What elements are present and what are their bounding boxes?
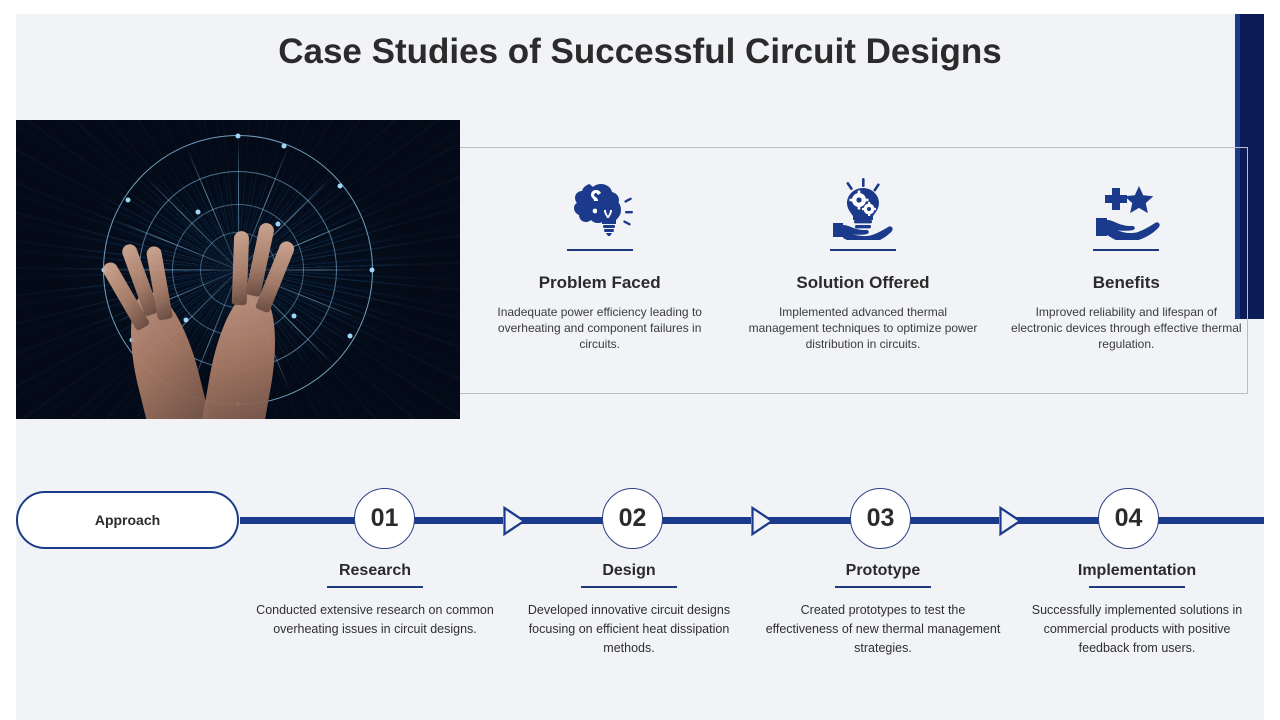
right-accent-bar-stripe xyxy=(1235,14,1240,319)
step-design: Design Developed innovative circuit desi… xyxy=(502,562,756,682)
highlights-panel xyxy=(460,147,1248,394)
highlight-description: Implemented advanced thermal management … xyxy=(748,305,978,351)
hand-lightbulb-gears-icon xyxy=(829,174,897,240)
highlight-description: Inadequate power efficiency leading to o… xyxy=(497,305,702,351)
step-underline xyxy=(835,586,931,588)
timeline-approach-pill[interactable]: Approach xyxy=(16,491,239,549)
timeline-marker-01[interactable]: 01 xyxy=(354,488,415,549)
brain-question-lightbulb-icon xyxy=(566,174,634,240)
step-description: Created prototypes to test the effective… xyxy=(765,603,1001,655)
column-underline xyxy=(566,249,633,251)
step-description: Successfully implemented solutions in co… xyxy=(1031,603,1243,655)
highlight-description: Improved reliability and lifespan of ele… xyxy=(1011,305,1242,351)
step-title: Prototype xyxy=(845,562,921,579)
hand-plus-star-icon xyxy=(1092,174,1160,240)
highlight-column-solution: Solution Offered Implemented advanced th… xyxy=(731,174,994,389)
highlight-column-benefits: Benefits Improved reliability and lifesp… xyxy=(995,174,1258,389)
step-title: Design xyxy=(602,562,656,579)
timeline-arrow-2 xyxy=(751,506,774,536)
step-underline xyxy=(327,586,423,588)
step-prototype: Prototype Created prototypes to test the… xyxy=(756,562,1010,682)
step-underline xyxy=(581,586,677,588)
highlight-column-problem: Problem Faced Inadequate power efficienc… xyxy=(468,174,731,389)
timeline-approach-label: Approach xyxy=(94,512,161,528)
timeline-arrow-1 xyxy=(503,506,526,536)
circuit-hologram-image xyxy=(16,120,460,419)
approach-timeline: Approach 01 02 03 04 xyxy=(16,484,1264,564)
step-title: Research xyxy=(338,562,412,579)
timeline-marker-02[interactable]: 02 xyxy=(602,488,663,549)
right-accent-bar-gap xyxy=(1232,14,1235,319)
timeline-marker-04[interactable]: 04 xyxy=(1098,488,1159,549)
step-research: Research Conducted extensive research on… xyxy=(248,562,502,682)
column-underline xyxy=(1093,249,1160,251)
highlight-title: Benefits xyxy=(1092,273,1160,292)
step-description: Conducted extensive research on common o… xyxy=(256,603,494,636)
timeline-marker-03[interactable]: 03 xyxy=(850,488,911,549)
timeline-marker-number: 04 xyxy=(1114,504,1143,532)
step-title: Implementation xyxy=(1077,562,1197,579)
timeline-arrow-3 xyxy=(999,506,1022,536)
page-title: Case Studies of Successful Circuit Desig… xyxy=(278,32,1002,71)
highlight-title: Solution Offered xyxy=(796,273,930,292)
approach-steps: Research Conducted extensive research on… xyxy=(248,562,1264,682)
column-underline xyxy=(829,249,896,251)
step-underline xyxy=(1089,586,1185,588)
timeline-marker-number: 01 xyxy=(370,504,399,532)
step-description: Developed innovative circuit designs foc… xyxy=(527,603,731,655)
highlight-title: Problem Faced xyxy=(538,273,661,292)
timeline-marker-number: 03 xyxy=(866,504,895,532)
timeline-marker-number: 02 xyxy=(618,504,647,532)
highlights-columns: Problem Faced Inadequate power efficienc… xyxy=(468,174,1258,389)
slide-canvas: Case Studies of Successful Circuit Desig… xyxy=(16,14,1264,720)
step-implementation: Implementation Successfully implemented … xyxy=(1010,562,1264,682)
